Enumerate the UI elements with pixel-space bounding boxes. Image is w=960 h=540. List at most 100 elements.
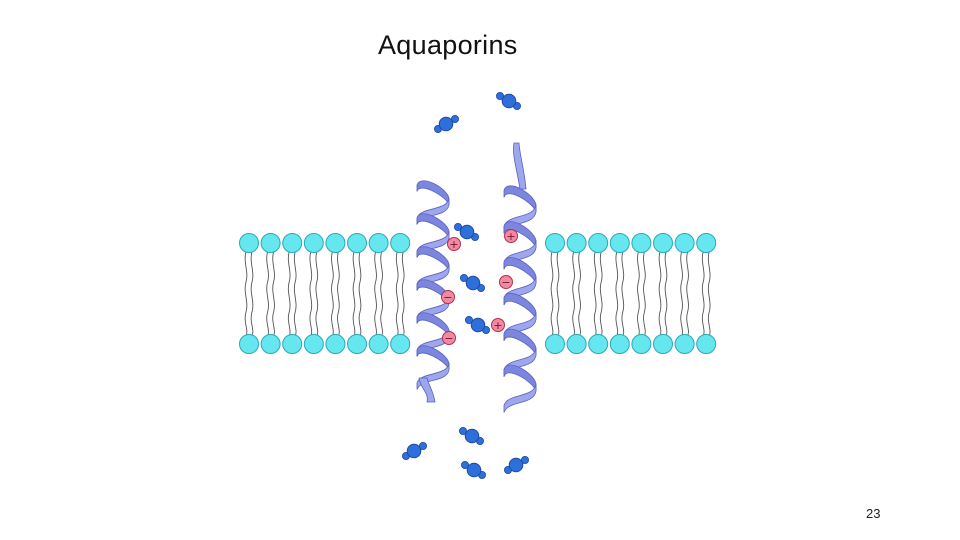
lipid-head xyxy=(631,233,652,253)
lipid-head xyxy=(282,334,303,354)
lipid-head xyxy=(390,233,411,253)
slide-title: Aquaporins xyxy=(378,30,518,60)
helix-front-strand xyxy=(416,363,450,390)
lipid-head xyxy=(674,334,695,354)
left-helix xyxy=(416,180,450,403)
lipid-head xyxy=(696,233,717,253)
helix-back-strand xyxy=(503,328,537,356)
oxygen-atom xyxy=(470,317,486,333)
charge-circle xyxy=(491,318,505,332)
lipid-tail xyxy=(266,251,269,337)
helix-back-strand xyxy=(503,292,537,320)
hydrogen-atom xyxy=(464,315,473,324)
lipid-head xyxy=(282,233,303,253)
lipid-tail xyxy=(337,251,340,337)
lipid-head xyxy=(239,334,259,354)
lipid-tail xyxy=(293,251,297,337)
lipid-head xyxy=(588,233,609,253)
helix-back-strand xyxy=(416,345,450,370)
lipid-tail xyxy=(380,251,383,337)
lipid-tail xyxy=(401,251,405,337)
lipid-tail xyxy=(331,251,334,337)
lipid-head xyxy=(674,233,695,253)
hydrogen-atom xyxy=(460,460,469,469)
lipid-head xyxy=(545,233,565,253)
charge-symbol: + xyxy=(449,238,458,251)
hydrogen-atom xyxy=(453,222,462,231)
lipid-tail xyxy=(556,251,560,337)
lipid-tail xyxy=(637,251,640,337)
oxygen-atom xyxy=(464,428,480,444)
lipid-tail xyxy=(578,251,581,337)
charge-markers: + + − − + − xyxy=(441,229,518,345)
water-molecules xyxy=(401,92,530,479)
water-molecule xyxy=(401,441,427,460)
lipid-tail xyxy=(643,251,646,337)
lipid-head xyxy=(588,334,609,354)
charge-marker: − xyxy=(442,331,456,345)
helix-back-strand xyxy=(416,246,450,271)
right-helix xyxy=(503,142,537,413)
charge-circle xyxy=(499,275,513,289)
charge-symbol: + xyxy=(506,230,515,243)
lipid-head xyxy=(303,334,324,354)
lipid-bilayer xyxy=(239,233,717,354)
lipid-head xyxy=(347,233,367,253)
charge-marker: − xyxy=(441,290,455,304)
lipid-tail xyxy=(593,251,597,337)
lipid-tail xyxy=(550,251,554,337)
lipid-head xyxy=(653,233,673,253)
lipid-head xyxy=(566,334,587,354)
aquaporin-channel xyxy=(416,142,537,413)
lipid-tail xyxy=(680,251,683,337)
charge-marker: + xyxy=(447,237,461,251)
oxygen-atom xyxy=(438,116,454,132)
helix-tail xyxy=(513,142,527,190)
lipid-head xyxy=(390,334,411,354)
lipid-head xyxy=(566,233,587,253)
oxygen-atom xyxy=(459,224,475,240)
water-molecule xyxy=(458,426,484,445)
charge-symbol: − xyxy=(444,332,453,345)
lipid-head xyxy=(239,233,259,253)
lipid-head xyxy=(368,334,389,354)
oxygen-atom xyxy=(466,462,482,478)
lipid-head xyxy=(260,233,281,253)
helix-back-strand xyxy=(416,213,450,238)
lipid-head xyxy=(325,334,346,354)
water-molecule xyxy=(495,92,522,111)
helix-tail xyxy=(418,377,436,403)
lipid-head xyxy=(368,233,389,253)
oxygen-atom xyxy=(501,93,517,109)
lipid-tail xyxy=(352,251,356,337)
hydrogen-atom xyxy=(458,426,467,435)
helix-back-strand xyxy=(416,180,450,205)
charge-circle xyxy=(442,331,456,345)
charge-marker: − xyxy=(499,275,513,289)
water-molecule xyxy=(460,460,486,479)
page-number: 23 xyxy=(866,506,881,521)
hydrogen-atom xyxy=(418,441,427,450)
lipid-tail xyxy=(358,251,362,337)
lipid-tail xyxy=(707,251,711,337)
lipid-head xyxy=(609,233,630,253)
lipid-tail xyxy=(615,251,619,337)
water-molecule xyxy=(453,222,479,241)
lipid-tail xyxy=(309,251,313,337)
lipid-head xyxy=(260,334,281,354)
lipid-tail xyxy=(287,251,291,337)
lipid-head xyxy=(303,233,324,253)
charge-symbol: + xyxy=(493,319,502,332)
lipid-tail xyxy=(395,251,399,337)
lipid-head xyxy=(609,334,630,354)
lipid-tail xyxy=(244,251,248,337)
helix-front-strand xyxy=(503,383,537,413)
helix-back-strand xyxy=(503,185,537,213)
water-molecule xyxy=(503,455,530,474)
lipid-head xyxy=(325,233,346,253)
lipid-head xyxy=(347,334,367,354)
lipid-tail xyxy=(374,251,377,337)
lipid-head xyxy=(696,334,717,354)
charge-symbol: − xyxy=(501,276,510,289)
